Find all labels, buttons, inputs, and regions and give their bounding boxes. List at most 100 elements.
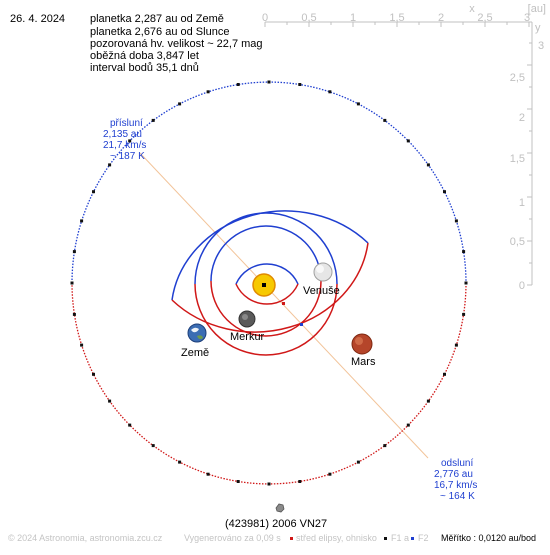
mercury-icon: [238, 310, 256, 328]
orbit-point-marker: [426, 399, 430, 403]
ellipse-center-marker: [282, 302, 285, 305]
orbit-point-marker: [72, 312, 76, 316]
info-interval: interval bodů 35,1 dnů: [90, 62, 199, 74]
info-magnitude: pozorovaná hv. velikost ~ 22,7 mag: [90, 38, 263, 50]
aphelion-temperature: ~ 164 K: [440, 491, 475, 502]
mars-label: Mars: [351, 356, 376, 368]
orbit-point-marker: [356, 460, 360, 464]
orbit-point-marker: [298, 83, 302, 86]
orbit-point-marker: [406, 139, 410, 143]
orbit-point-marker: [108, 399, 112, 403]
y-tick-label: 3: [538, 40, 544, 52]
y-tick-label: 2,5: [510, 72, 525, 84]
orbit-point-marker: [383, 118, 387, 122]
orbit-point-marker: [443, 372, 446, 376]
orbit-point-marker: [464, 281, 468, 285]
orbit-point-marker: [92, 372, 95, 376]
legend-f1-label: F1 a: [391, 533, 410, 543]
orbit-point-marker: [80, 219, 84, 223]
aphelion-title: odsluní: [441, 458, 474, 469]
orbit-point-marker: [70, 281, 74, 285]
orbit-point-marker: [426, 163, 430, 167]
orbit-point-marker: [406, 423, 410, 427]
y-tick-label: 1,5: [510, 153, 525, 165]
asteroid-icon: [275, 503, 285, 513]
mercury-label: Merkur: [230, 331, 265, 343]
legend-f2-swatch: [411, 537, 414, 540]
legend-center-label: střed elipsy, ohnisko: [296, 533, 377, 543]
perihelion-speed: 21,7 km/s: [103, 140, 147, 151]
orbit-point-marker: [267, 482, 271, 486]
x-axis-label: x: [469, 3, 475, 15]
orbit-point-marker: [328, 90, 332, 94]
orbit-point-marker: [80, 343, 84, 347]
earth-label: Země: [181, 347, 209, 359]
orbit-point-marker: [206, 472, 210, 476]
aphelion-distance: 2,776 au: [434, 469, 473, 480]
orbit-point-marker: [178, 460, 182, 464]
scale-label: Měřítko : 0,0120 au/bod: [441, 533, 537, 543]
orbit-point-marker: [462, 250, 466, 254]
perihelion-temperature: ~ 187 K: [110, 151, 145, 162]
x-tick-label: 0: [262, 12, 268, 24]
x-axis: [264, 21, 532, 27]
orbit-point-marker: [356, 102, 360, 106]
legend-f2-label: F2: [418, 533, 429, 543]
date-label: 26. 4. 2024: [10, 13, 66, 25]
orbit-point-marker: [92, 190, 95, 194]
asteroid-name: (423981) 2006 VN27: [225, 518, 328, 530]
venus-icon: [313, 262, 333, 282]
y-tick-label: 0: [519, 280, 525, 292]
orbit-point-marker: [178, 102, 182, 106]
venus-orbit: [210, 225, 322, 337]
info-sun-distance: planetka 2,676 au od Slunce: [90, 26, 230, 38]
info-period: oběžná doba 3,847 let: [90, 50, 199, 62]
orbit-point-marker: [128, 139, 132, 143]
orbit-point-marker: [462, 312, 466, 316]
perihelion-distance: 2,135 au: [103, 129, 142, 140]
legend-f1-swatch: [384, 537, 387, 540]
y-tick-label: 2: [519, 112, 525, 124]
y-tick-label: 0,5: [510, 236, 525, 248]
generated-time: Vygenerováno za 0,09 s: [184, 533, 281, 543]
x-tick-label: 2: [438, 12, 444, 24]
orbit-point-marker: [128, 423, 132, 427]
orbit-point-markers: [70, 80, 468, 486]
orbit-point-marker: [454, 219, 458, 223]
orbit-point-marker: [151, 444, 155, 448]
orbit-point-marker: [443, 190, 446, 194]
x-tick-label: 3: [524, 12, 530, 24]
orbit-point-marker: [383, 444, 387, 448]
orbit-point-marker: [108, 163, 112, 167]
orbit-point-marker: [267, 80, 271, 84]
x-tick-label: 2,5: [477, 12, 492, 24]
orbit-point-marker: [298, 480, 302, 483]
copyright-link[interactable]: © 2024 Astronomia, astronomia.zcu.cz: [8, 533, 163, 543]
legend-center-swatch: [290, 537, 293, 540]
x-tick-label: 1: [350, 12, 356, 24]
orbit-point-marker: [206, 90, 210, 94]
y-tick-label: 1: [519, 197, 525, 209]
venus-label: Venuše: [303, 285, 340, 297]
orbit-point-marker: [151, 118, 155, 122]
aphelion-speed: 16,7 km/s: [434, 480, 478, 491]
y-axis-label: y: [535, 22, 541, 34]
y-axis: [527, 22, 533, 286]
x-tick-label: 1,5: [389, 12, 404, 24]
focus-f2-marker: [300, 323, 303, 326]
perihelion-title: přísluní: [110, 118, 143, 129]
x-tick-label: 0,5: [301, 12, 316, 24]
mars-icon: [351, 333, 373, 355]
mercury-orbit: [235, 263, 299, 305]
apsis-line: [139, 152, 429, 459]
sun-icon: [252, 273, 276, 297]
axis-unit: [au]: [528, 3, 546, 15]
earth-icon: [187, 323, 207, 343]
orbit-point-marker: [236, 83, 240, 86]
orbit-point-marker: [72, 250, 76, 254]
orbit-point-marker: [236, 480, 240, 483]
orbit-point-marker: [328, 472, 332, 476]
info-earth-distance: planetka 2,287 au od Země: [90, 13, 224, 25]
